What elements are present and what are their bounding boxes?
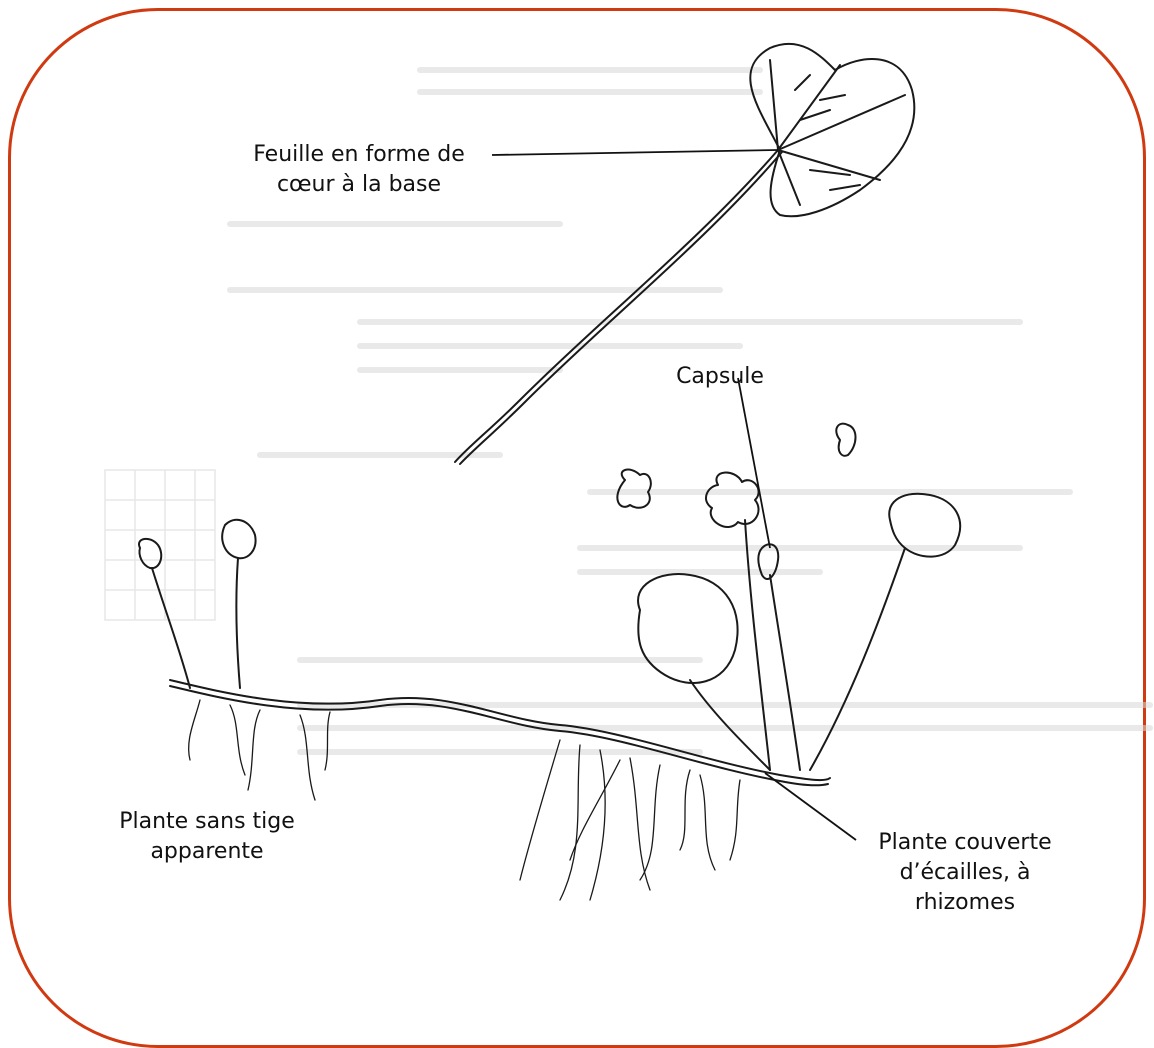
leader-leaf — [492, 150, 778, 155]
leader-capsule — [738, 378, 770, 548]
label-heart-leaf-line1: Feuille en forme de — [218, 140, 500, 170]
heart-leaf — [455, 44, 914, 464]
label-heart-leaf: Feuille en forme de cœur à la base — [218, 140, 500, 200]
label-stemless-line2: apparente — [72, 837, 342, 867]
label-capsule-line1: Capsule — [660, 362, 780, 392]
label-capsule: Capsule — [660, 362, 780, 392]
flower-center — [706, 473, 759, 527]
round-leaf — [638, 574, 738, 683]
small-leaf-2 — [222, 520, 255, 558]
label-stemless: Plante sans tige apparente — [72, 807, 342, 867]
flower-left — [617, 470, 651, 508]
label-rhizome: Plante couverte d’écailles, à rhizomes — [850, 828, 1080, 918]
label-rhizome-line2: d’écailles, à — [850, 858, 1080, 888]
label-rhizome-line3: rhizomes — [850, 888, 1080, 918]
small-leaf-1 — [139, 539, 161, 568]
faint-grid — [105, 470, 215, 620]
capsule-bud — [836, 424, 855, 456]
label-heart-leaf-line2: cœur à la base — [218, 170, 500, 200]
label-stemless-line1: Plante sans tige — [72, 807, 342, 837]
label-rhizome-line1: Plante couverte — [850, 828, 1080, 858]
leader-rhizome — [765, 773, 856, 840]
